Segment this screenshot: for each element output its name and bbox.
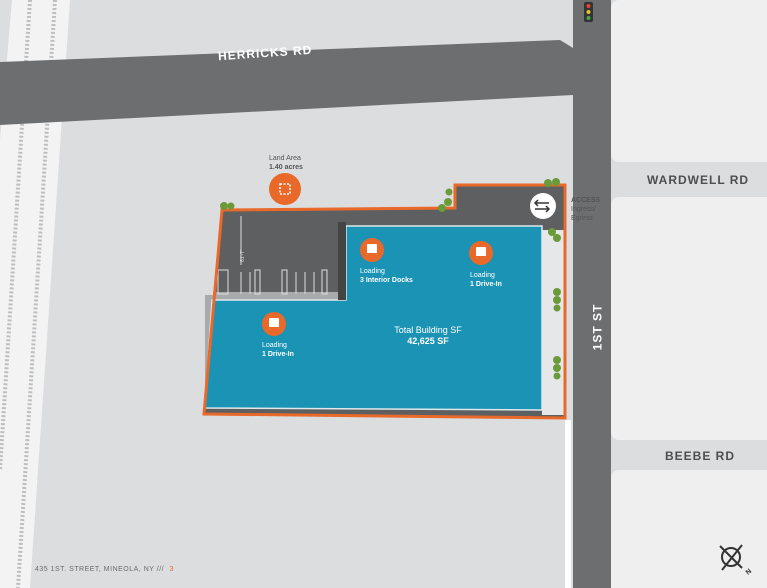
two-way-arrows-icon: [530, 193, 556, 219]
herricks-road: [0, 40, 573, 125]
trees: [220, 178, 561, 380]
loading-door-icon: [469, 241, 493, 265]
block-north: [611, 0, 767, 162]
parking-dimension: 81'-7": [240, 249, 246, 262]
page-number: 3: [169, 566, 174, 573]
wardwell-road-label: WARDWELL RD: [647, 173, 750, 187]
footer: 435 1ST. STREET, MINEOLA, NY /// 3: [35, 566, 174, 573]
railroad: [0, 0, 70, 588]
svg-text:N: N: [745, 568, 753, 577]
block-middle: [611, 197, 767, 440]
land-area-icon: [269, 173, 301, 205]
block-south: [611, 470, 767, 588]
site-outline: [202, 183, 567, 420]
beebe-road-label: BEEBE RD: [665, 449, 736, 463]
loading-door-icon: [360, 238, 384, 262]
first-street-label: 1ST ST: [590, 303, 605, 351]
north-arrow-icon: [719, 544, 743, 571]
first-street: [573, 0, 611, 588]
loading-door-icon: [262, 312, 286, 336]
